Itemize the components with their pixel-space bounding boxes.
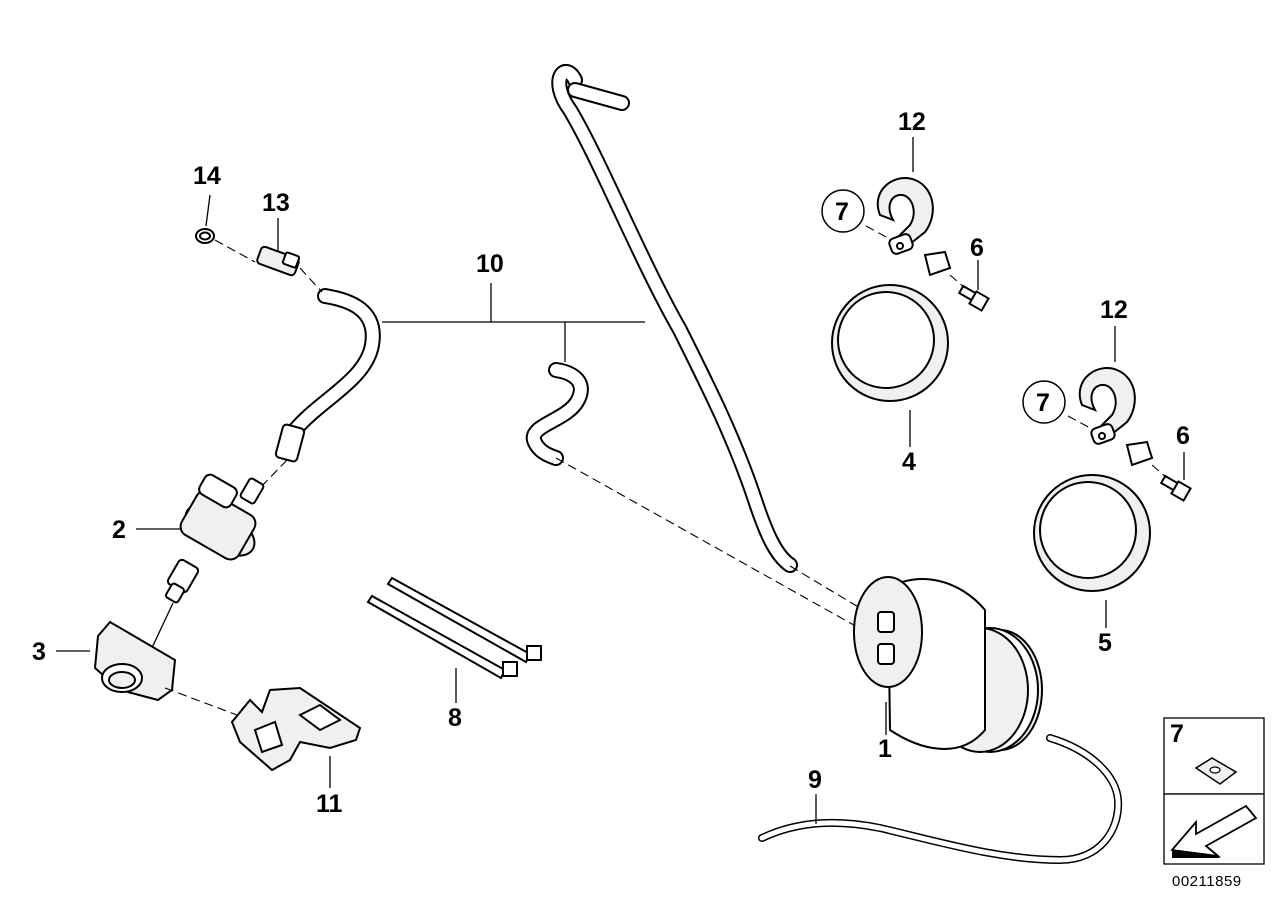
clamp-4 — [831, 250, 952, 402]
label-7-inset: 7 — [1170, 720, 1184, 748]
clamp-12-lower — [1078, 367, 1136, 445]
label-11: 11 — [316, 790, 343, 818]
bolt-6-lower — [1159, 474, 1192, 502]
hose-middle — [525, 362, 589, 466]
label-2: 2 — [112, 516, 126, 544]
cable-ties-8 — [366, 576, 542, 680]
direction-arrow-icon — [1170, 804, 1258, 858]
clip-nut-icon — [1194, 757, 1238, 785]
label-3: 3 — [32, 638, 46, 666]
label-6-lower: 6 — [1176, 422, 1190, 450]
callout-circle-7-upper — [821, 189, 865, 233]
label-12-upper: 12 — [898, 108, 926, 136]
label-12-lower: 12 — [1100, 296, 1128, 324]
nipple-13 — [256, 245, 301, 277]
label-14: 14 — [193, 162, 221, 190]
label-1: 1 — [878, 735, 892, 763]
label-8: 8 — [448, 704, 462, 732]
bracket-11 — [230, 686, 362, 772]
clamp-5 — [1033, 440, 1154, 592]
bolt-6-upper — [957, 284, 990, 312]
label-4: 4 — [902, 448, 916, 476]
label-7-lower: 7 — [1036, 389, 1050, 417]
inset-box — [1163, 717, 1265, 865]
hose-left — [274, 288, 381, 463]
holder-3 — [93, 620, 177, 702]
valve-2 — [165, 473, 265, 604]
callout-circle-7-lower — [1022, 380, 1066, 424]
label-6-upper: 6 — [970, 234, 984, 262]
o-ring-14 — [195, 228, 215, 244]
label-7-upper: 7 — [835, 198, 849, 226]
clamp-12-upper — [876, 177, 934, 255]
hose-9 — [758, 734, 1123, 865]
canister-1 — [853, 576, 1043, 753]
label-5: 5 — [1098, 629, 1112, 657]
label-13: 13 — [262, 189, 290, 217]
hose-long — [551, 64, 798, 573]
label-9: 9 — [808, 766, 822, 794]
diagram-id: 00211859 — [1172, 873, 1242, 890]
label-10: 10 — [476, 250, 504, 278]
